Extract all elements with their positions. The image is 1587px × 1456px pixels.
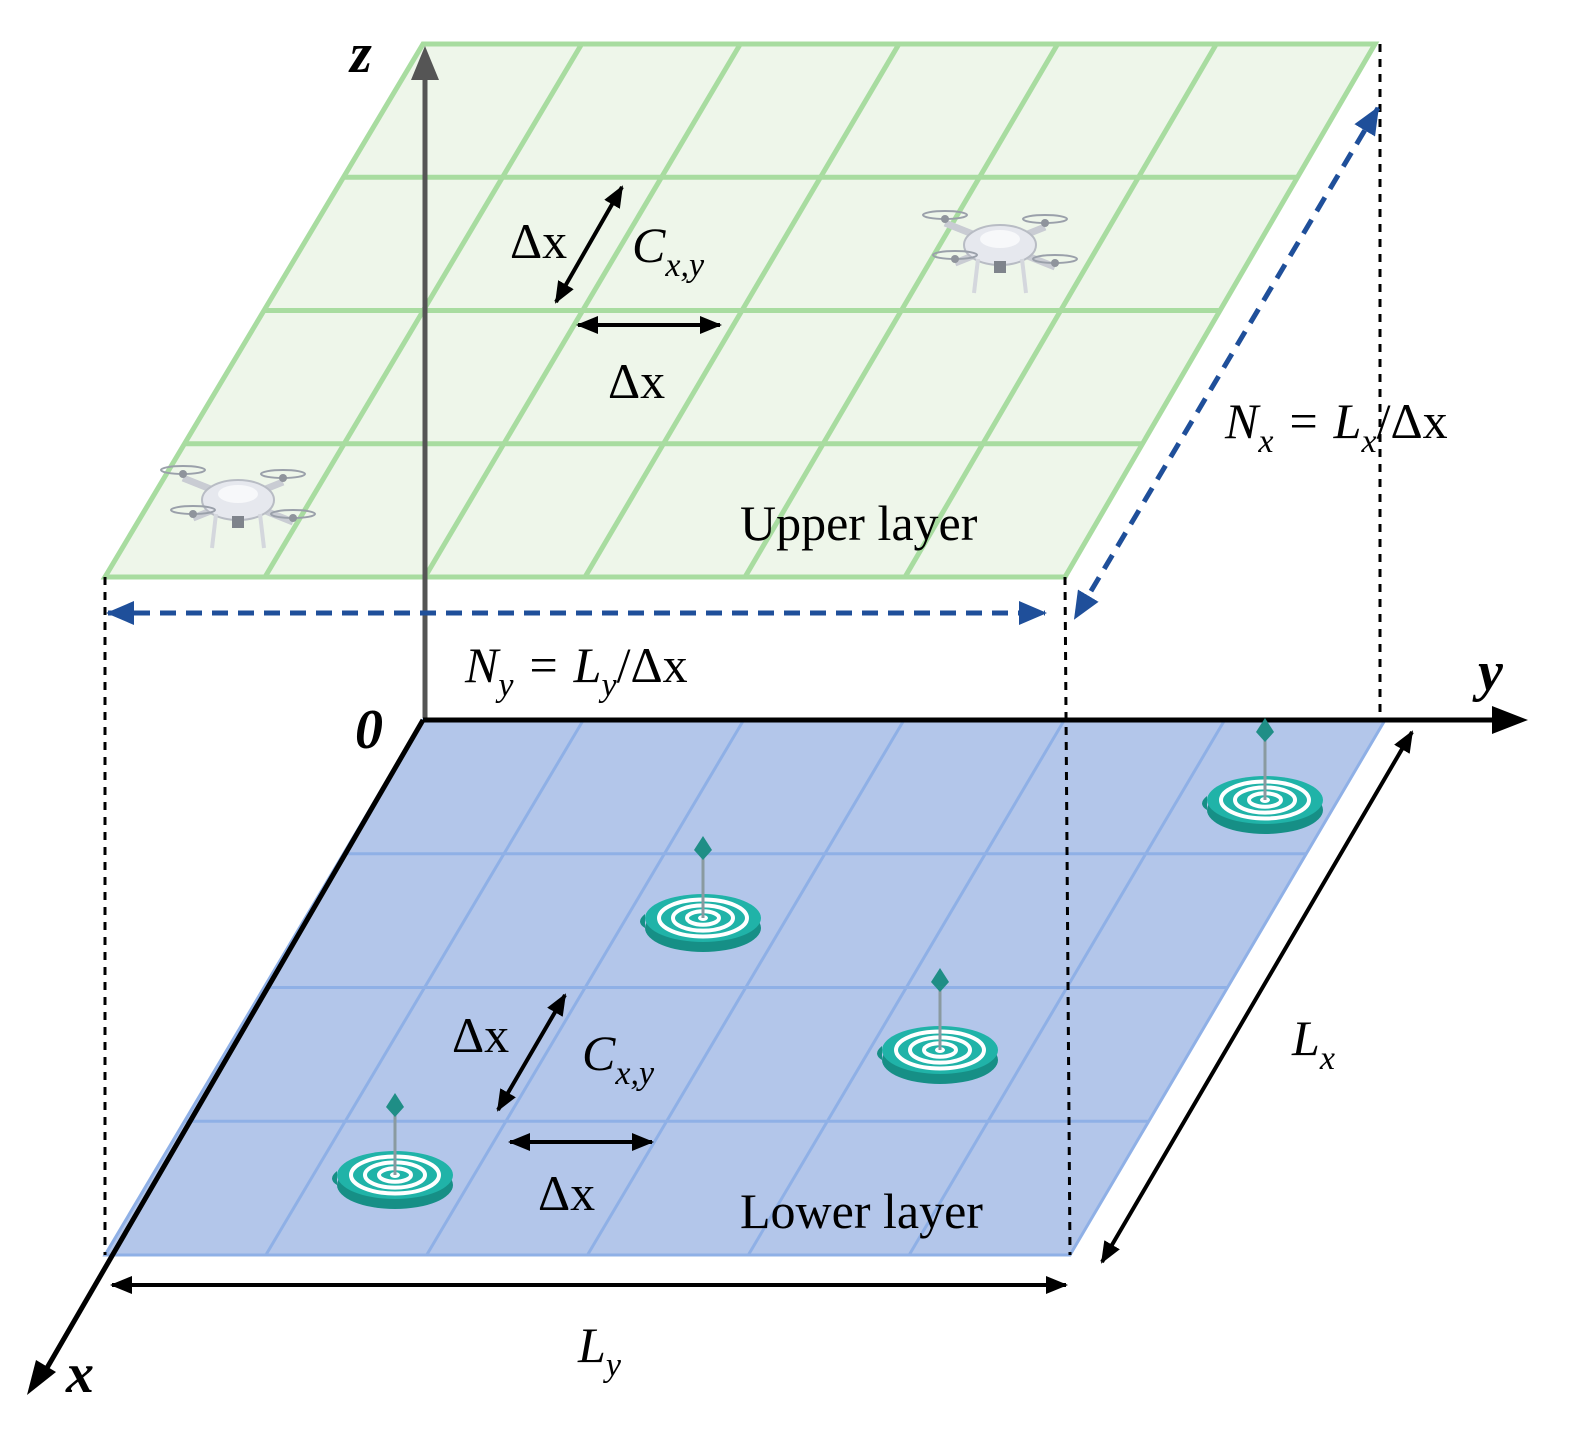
drone-top <box>980 230 1020 248</box>
lower-cell-subscript: x,y <box>614 1055 655 1092</box>
target-side-dart <box>332 1171 337 1185</box>
dart-flight <box>386 1093 404 1117</box>
lx-subscript: x <box>1319 1040 1335 1077</box>
lower-cell-dx-arrow-diagonal <box>496 993 567 1112</box>
drone-camera <box>994 261 1006 273</box>
x-axis <box>37 718 426 1382</box>
ly-subscript: y <box>603 1347 622 1384</box>
upper-cell-subscript: x,y <box>664 247 705 284</box>
z-axis-label: z <box>348 23 372 85</box>
ny-subscript: y <box>495 667 514 704</box>
lower-layer <box>102 718 1388 1257</box>
drone-motor <box>179 470 187 478</box>
upper-cell-symbol: C <box>632 217 666 273</box>
z-axis-arrowhead <box>411 46 439 80</box>
x-axis-label: x <box>65 1343 94 1405</box>
drone-motor <box>1051 259 1059 267</box>
dart-flight <box>1256 718 1274 742</box>
target-icon <box>640 836 761 952</box>
nx-tail: /Δx <box>1377 393 1448 449</box>
target-icon <box>1202 718 1323 834</box>
drone-camera <box>232 516 244 528</box>
drone-leg <box>972 258 980 294</box>
upper-cell-dx-label-horizontal: Δx <box>608 353 665 409</box>
drone-leg <box>1020 258 1028 294</box>
lower-cell-dx-label-diagonal: Δx <box>452 1007 509 1063</box>
ny-tail: /Δx <box>617 637 688 693</box>
drone-motor <box>189 510 197 518</box>
drone-icon <box>160 465 316 549</box>
lower-cell-symbol: C <box>582 1025 616 1081</box>
upper-layer-label: Upper layer <box>740 495 978 551</box>
x-axis-arrowhead <box>27 1360 56 1395</box>
nx-length-symbol: L <box>1333 393 1362 449</box>
ny-symbol: N <box>464 637 501 693</box>
drone-icon <box>922 210 1078 294</box>
lower-cell-dx-label-horizontal: Δx <box>538 1165 595 1221</box>
drone-motor <box>1041 219 1049 227</box>
nx-length-subscript: x <box>1360 423 1376 460</box>
nx-equals: = <box>1289 393 1317 449</box>
projection-lines <box>103 44 1382 1256</box>
nx-formula: Nx = Lx/Δx <box>1224 393 1448 460</box>
target-icon <box>877 968 998 1084</box>
upper-cell-label: Cx,y <box>632 217 705 284</box>
lx-symbol: L <box>1291 1010 1320 1066</box>
y-axis-label: y <box>1472 641 1504 703</box>
target-side-dart <box>1202 796 1207 810</box>
y-axis-arrowhead <box>1492 706 1528 734</box>
upper-cell-dx-label-diagonal: Δx <box>510 213 567 269</box>
ly-symbol: L <box>577 1317 606 1373</box>
upper-cell-dx-arrow-diagonal <box>554 185 624 304</box>
lower-cell-label: Cx,y <box>582 1025 655 1092</box>
nx-symbol: N <box>1224 393 1261 449</box>
nx-dashed-arrow <box>1072 106 1381 620</box>
drone-motor <box>941 215 949 223</box>
ny-length-symbol: L <box>573 637 602 693</box>
drones <box>160 210 1078 549</box>
drone-motor <box>951 255 959 263</box>
drone-motor <box>289 514 297 522</box>
lower-layer-label: Lower layer <box>740 1183 983 1239</box>
ly-label: Ly <box>577 1317 622 1384</box>
dart-flight <box>694 836 712 860</box>
lx-label: Lx <box>1291 1010 1335 1077</box>
target-icon <box>332 1093 453 1209</box>
drone-leg <box>210 513 218 549</box>
ny-length-subscript: y <box>598 667 617 704</box>
drone-top <box>218 485 258 503</box>
ny-equals: = <box>529 637 557 693</box>
dart-flight <box>931 968 949 992</box>
drone-motor <box>279 474 287 482</box>
nx-subscript: x <box>1257 423 1273 460</box>
drone-leg <box>258 513 266 549</box>
targets <box>332 718 1323 1209</box>
origin-label: 0 <box>355 699 383 761</box>
ny-formula: Ny = Ly/Δx <box>464 637 688 704</box>
target-side-dart <box>877 1046 882 1060</box>
target-side-dart <box>640 914 645 928</box>
lx-dimension-arrow <box>1100 730 1414 1264</box>
